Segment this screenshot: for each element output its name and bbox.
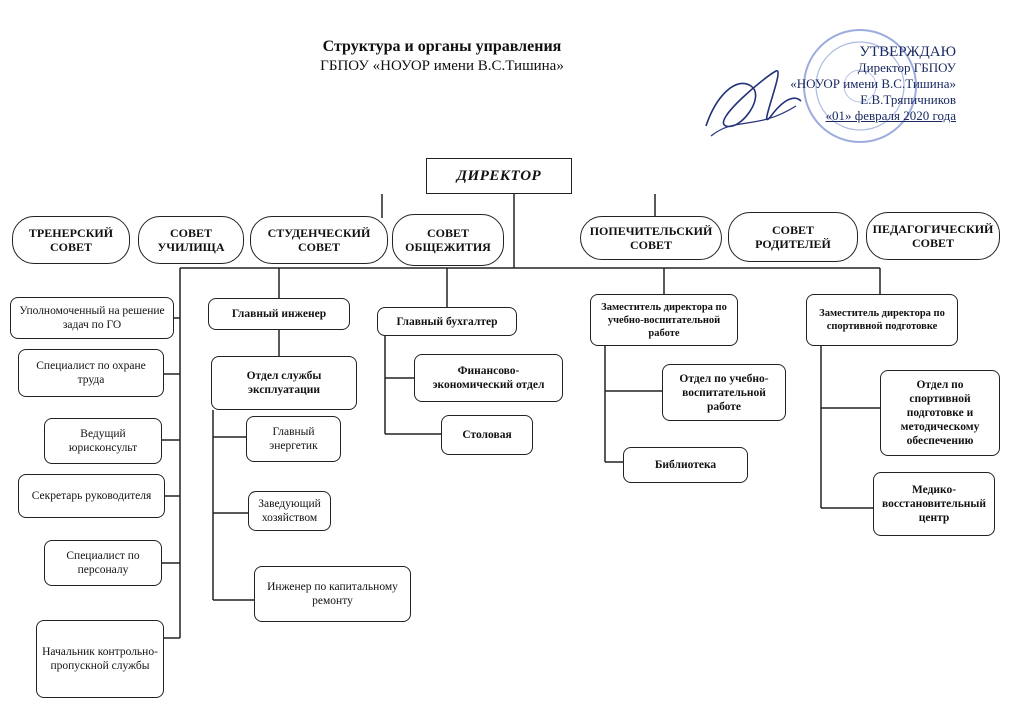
signature-icon [705, 70, 802, 137]
council-trustees: ПОПЕЧИТЕЛЬСКИЙ СОВЕТ [580, 216, 722, 260]
deputy-sport-box: Заместитель директора по спортивной подг… [806, 294, 958, 346]
approval-position: Директор ГБПОУ [857, 60, 956, 75]
page-title: Структура и органы управления [322, 38, 562, 55]
chief-power-engineer-box: Главный энергетик [246, 416, 341, 462]
approval-block: УТВЕРЖДАЮ Директор ГБПОУ «НОУОР имени В.… [760, 44, 956, 124]
council-dormitory: СОВЕТ ОБЩЕЖИТИЯ [392, 214, 504, 266]
staff-hr-specialist: Специалист по персоналу [44, 540, 162, 586]
library-box: Библиотека [623, 447, 748, 483]
medical-center-box: Медико-восстановительный центр [873, 472, 995, 536]
council-school: СОВЕТ УЧИЛИЩА [138, 216, 244, 264]
sport-training-dept-box: Отдел по спортивной подготовке и методич… [880, 370, 1000, 456]
approval-heading: УТВЕРЖДАЮ [859, 44, 956, 60]
staff-secretary: Секретарь руководителя [18, 474, 165, 518]
staff-labor-safety: Специалист по охране труда [18, 349, 164, 397]
council-parents: СОВЕТ РОДИТЕЛЕЙ [728, 212, 858, 262]
education-dept-box: Отдел по учебно-воспитательной работе [662, 364, 786, 421]
staff-civil-defense: Уполномоченный на решение задач по ГО [10, 297, 174, 339]
seal-stamp-icon [803, 29, 917, 143]
operations-dept-box: Отдел службы эксплуатации [211, 356, 357, 410]
director-box: ДИРЕКТОР [426, 158, 572, 194]
deputy-education-box: Заместитель директора по учебно-воспитат… [590, 294, 738, 346]
council-pedagogical: ПЕДАГОГИЧЕСКИЙ СОВЕТ [866, 212, 1000, 260]
staff-legal-counsel: Ведущий юрисконсульт [44, 418, 162, 464]
page-subtitle: ГБПОУ «НОУОР имени В.С.Тишина» [320, 58, 564, 74]
finance-dept-box: Финансово-экономический отдел [414, 354, 563, 402]
staff-security-chief: Начальник контрольно-пропускной службы [36, 620, 164, 698]
chief-engineer-box: Главный инженер [208, 298, 350, 330]
approval-organization: «НОУОР имени В.С.Тишина» [790, 76, 956, 91]
council-students: СТУДЕНЧЕСКИЙ СОВЕТ [250, 216, 388, 264]
housekeeping-head-box: Заведующий хозяйством [248, 491, 331, 531]
approval-name: Е.В.Тряпичников [860, 92, 956, 107]
council-coaches: ТРЕНЕРСКИЙ СОВЕТ [12, 216, 130, 264]
repair-engineer-box: Инженер по капитальному ремонту [254, 566, 411, 622]
canteen-box: Столовая [441, 415, 533, 455]
approval-date: «01» февраля 2020 года [825, 108, 956, 123]
chief-accountant-box: Главный бухгалтер [377, 307, 517, 336]
